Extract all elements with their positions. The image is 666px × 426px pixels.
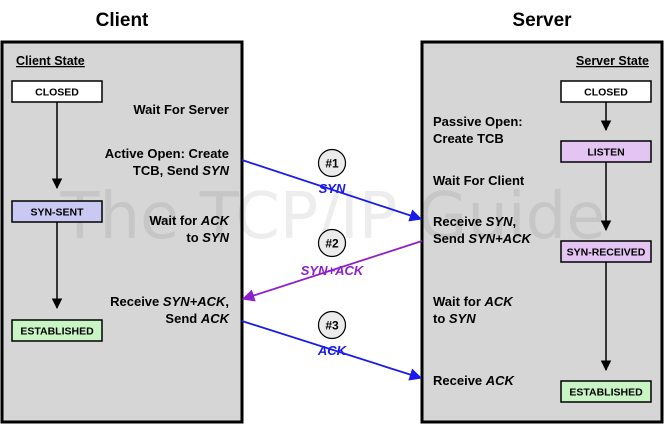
message-3-badge: #3 xyxy=(317,310,347,340)
message-1-badge: #1 xyxy=(317,148,347,178)
message-1-label: SYN xyxy=(319,181,346,196)
svg-text:LISTEN: LISTEN xyxy=(587,147,624,159)
server-state-established: ESTABLISHED xyxy=(560,380,652,403)
message-3-label: ACK xyxy=(317,343,348,358)
server-note-wait-ack-line1: Wait for ACK xyxy=(433,294,514,309)
client-note-active-open-line2: TCB, Send SYN xyxy=(133,163,230,178)
server-note-receive-syn-line1: Receive SYN, xyxy=(433,214,516,229)
client-note-wait-for-server: Wait For Server xyxy=(133,102,229,117)
svg-text:#2: #2 xyxy=(325,237,339,251)
message-2-badge: #2 xyxy=(317,228,347,258)
client-state-closed: CLOSED xyxy=(11,80,103,103)
client-note-receive-line1: Receive SYN+ACK, xyxy=(110,294,229,309)
svg-text:SYN-SENT: SYN-SENT xyxy=(30,207,84,219)
server-note-receive-syn-line2: Send SYN+ACK xyxy=(433,231,533,246)
ack-message-arrow xyxy=(241,320,423,381)
syn-ack-message-arrow xyxy=(241,240,423,302)
svg-text:ESTABLISHED: ESTABLISHED xyxy=(20,326,94,338)
client-state-title: Client State xyxy=(16,54,85,68)
server-note-receive-ack: Receive ACK xyxy=(433,373,516,388)
server-state-closed: CLOSED xyxy=(560,80,652,103)
client-note-wait-ack-line2: to SYN xyxy=(186,230,229,245)
svg-text:#1: #1 xyxy=(325,157,339,171)
server-panel xyxy=(420,40,664,424)
svg-text:ESTABLISHED: ESTABLISHED xyxy=(569,387,643,399)
message-2-label: SYN+ACK xyxy=(301,263,365,278)
client-note-receive-line2: Send ACK xyxy=(165,311,230,326)
server-note-wait-for-client: Wait For Client xyxy=(433,173,525,188)
server-state-syn-received: SYN-RECEIVED xyxy=(560,240,652,263)
server-note-passive-open-line1: Passive Open: xyxy=(433,114,523,129)
server-note-passive-open-line2: Create TCB xyxy=(433,131,504,146)
server-state-listen: LISTEN xyxy=(560,140,652,163)
client-panel xyxy=(0,40,244,424)
server-heading: Server xyxy=(512,10,572,31)
server-state-title: Server State xyxy=(576,54,649,68)
client-state-established: ESTABLISHED xyxy=(11,319,103,342)
svg-text:SYN-RECEIVED: SYN-RECEIVED xyxy=(567,247,646,259)
client-note-active-open-line1: Active Open: Create xyxy=(105,146,229,161)
client-state-syn-sent: SYN-SENT xyxy=(11,200,103,223)
syn-message-arrow xyxy=(241,159,423,222)
client-heading: Client xyxy=(96,10,149,31)
svg-text:CLOSED: CLOSED xyxy=(35,87,79,99)
svg-text:#3: #3 xyxy=(325,319,339,333)
svg-text:CLOSED: CLOSED xyxy=(584,87,628,99)
client-note-wait-ack-line1: Wait for ACK xyxy=(149,213,230,228)
server-note-wait-ack-line2: to SYN xyxy=(433,311,476,326)
